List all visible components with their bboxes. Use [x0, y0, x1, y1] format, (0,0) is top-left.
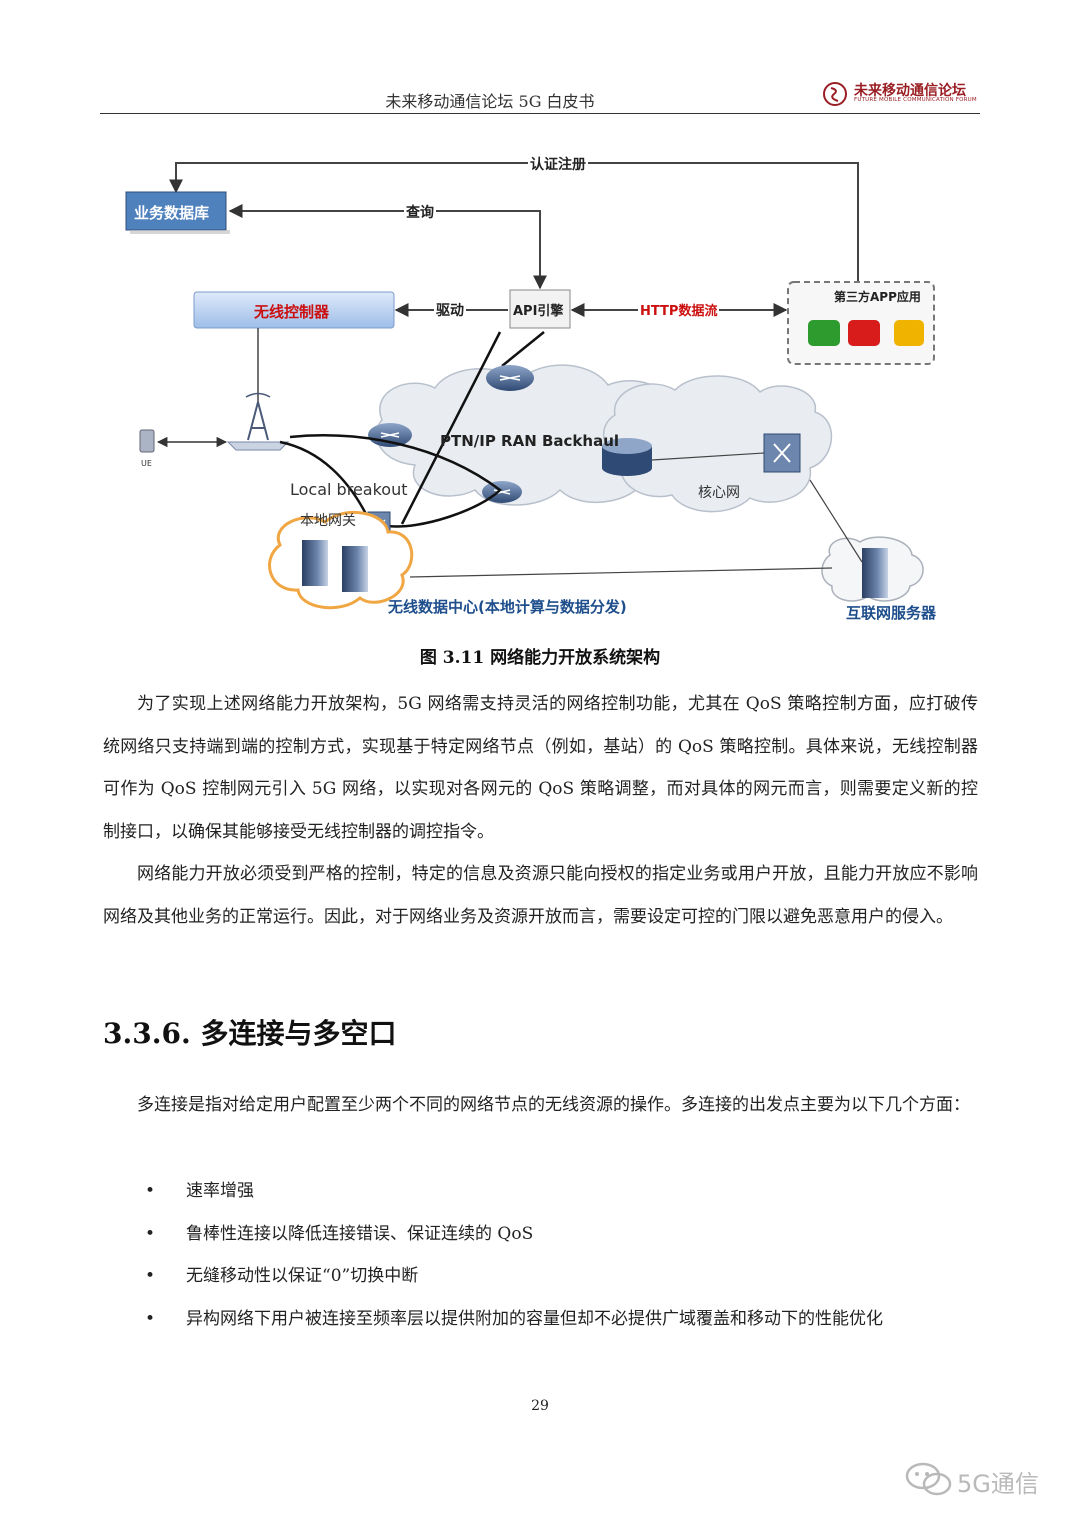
watermark-text: 5G通信	[957, 1470, 1039, 1498]
list-item-text: 速率增强	[186, 1181, 254, 1201]
query-label: 查询	[404, 202, 436, 222]
list-item-text: 异构网络下用户被连接至频率层以提供附加的容量但却不必提供广域覆盖和移动下的性能优…	[186, 1308, 883, 1329]
logo-name: 未来移动通信论坛	[854, 83, 966, 99]
list-item: • 无缝移动性以保证“0”切换中断	[140, 1255, 883, 1298]
app-icon-yellow	[894, 320, 924, 346]
forum-logo: 未来移动通信论坛 FUTURE MOBILE COMMUNICATION FOR…	[822, 78, 982, 108]
header-rule	[100, 113, 980, 114]
business-db-box	[125, 191, 227, 231]
wireless-controller-box	[193, 291, 395, 329]
logo-subtitle: FUTURE MOBILE COMMUNICATION FORUM	[854, 97, 977, 103]
bullet-icon: •	[145, 1181, 156, 1201]
wireless-dc-label: 无线数据中心(本地计算与数据分发)	[388, 598, 627, 616]
backhaul-label: PTN/IP RAN Backhaul	[440, 432, 620, 450]
list-item: • 异构网络下用户被连接至频率层以提供附加的容量但却不必提供广域覆盖和移动下的性能…	[140, 1298, 883, 1341]
internet-server-label: 互联网服务器	[846, 604, 937, 622]
watermark: 5G通信	[905, 1460, 1055, 1500]
bullet-icon: •	[145, 1223, 156, 1244]
figure-caption: 图 3.11 网络能力开放系统架构	[419, 648, 661, 668]
page-number: 29	[531, 1398, 549, 1414]
core-network-label: 核心网	[698, 485, 740, 501]
body-paragraph: 为了实现上述网络能力开放架构，5G 网络需支持灵活的网络控制功能，尤其在 QoS…	[103, 694, 978, 842]
wireless-controller-label: 无线控制器	[254, 303, 330, 321]
architecture-diagram: 认证注册 业务数据库 查询 无线控制器 驱动 API引擎 HTTP数据流 第三方…	[120, 150, 960, 630]
local-gateway-label: 本地网关	[300, 513, 356, 529]
base-station-tower-icon	[226, 392, 290, 451]
auth-register-label: 认证注册	[528, 154, 588, 174]
bullet-icon: •	[145, 1266, 156, 1286]
list-item-text: 无缝移动性以保证“0”切换中断	[186, 1266, 419, 1286]
core-cloud	[602, 375, 832, 513]
bullet-list: • 速率增强 • 鲁棒性连接以降低连接错误、保证连续的 QoS • 无缝移动性以保证“…	[140, 1170, 883, 1340]
wechat-icon	[905, 1462, 952, 1496]
app-icon-red	[848, 320, 880, 346]
core-router-icon	[602, 438, 652, 476]
server-icon	[302, 540, 328, 586]
body-paragraph: 网络能力开放必须受到严格的控制，特定的信息及资源只能向授权的指定业务或用户开放，…	[103, 864, 978, 927]
internet-server-icon	[862, 548, 888, 598]
server-icon	[342, 546, 368, 592]
list-item-text: 鲁棒性连接以降低连接错误、保证连续的 QoS	[186, 1223, 534, 1244]
bullet-icon: •	[145, 1308, 156, 1329]
section-heading: 3.3.6. 多连接与多空口	[103, 1017, 397, 1050]
ue-label: UE	[141, 459, 152, 468]
query-arrow	[228, 204, 547, 290]
header-title: 未来移动通信论坛 5G 白皮书	[385, 92, 595, 111]
api-engine-label: API引擎	[513, 304, 564, 319]
third-party-app-label: 第三方APP应用	[834, 290, 921, 304]
local-breakout-label: Local breakout	[290, 480, 408, 499]
forum-logo-icon	[823, 82, 847, 106]
ue-phone-icon	[139, 429, 155, 453]
router-icon	[486, 365, 534, 391]
core-switch-icon	[763, 433, 801, 473]
drive-label: 驱动	[434, 300, 466, 320]
auth-register-arrow	[169, 162, 859, 295]
app-icon-green	[808, 320, 840, 346]
api-engine-box	[509, 289, 571, 329]
section-intro-paragraph: 多连接是指对给定用户配置至少两个不同的网络节点的无线资源的操作。多连接的出发点主…	[137, 1095, 970, 1115]
list-item: • 鲁棒性连接以降低连接错误、保证连续的 QoS	[140, 1213, 883, 1256]
business-db-label: 业务数据库	[134, 204, 210, 222]
http-flow-label: HTTP数据流	[638, 300, 720, 319]
list-item: • 速率增强	[140, 1170, 883, 1213]
diagram-canvas	[125, 162, 935, 610]
router-icon	[368, 423, 412, 447]
